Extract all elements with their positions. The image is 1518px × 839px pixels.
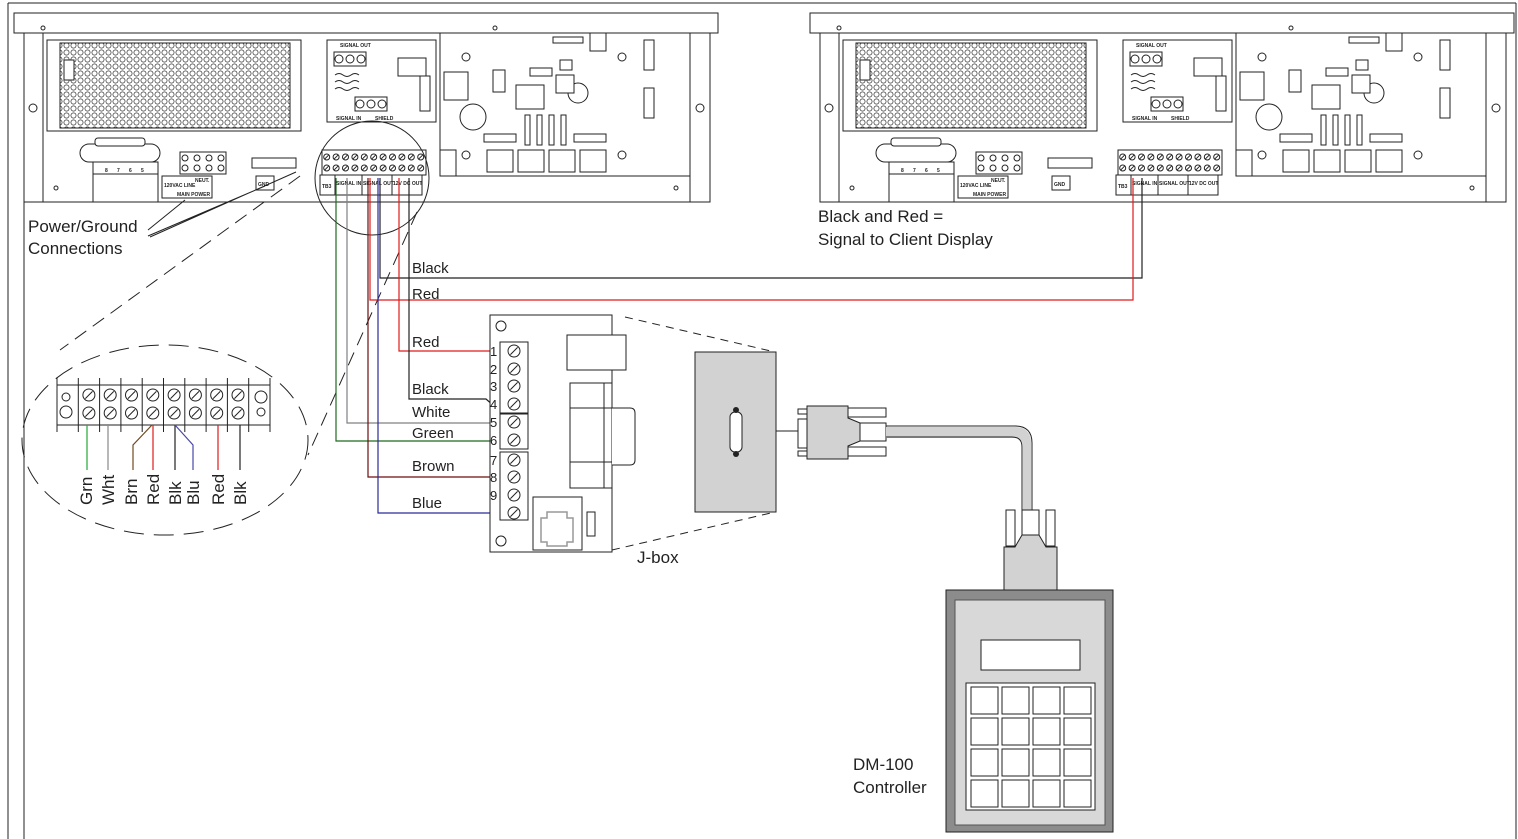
jbox-terminal-number: 9 (490, 488, 497, 503)
controller-label-1: DM-100 (853, 755, 913, 774)
detail-wire-label: Grn (77, 477, 96, 505)
dc-out-label: 12V DC OUT (393, 181, 422, 187)
signal-wire (398, 178, 505, 352)
keypad-key[interactable] (1032, 686, 1061, 715)
wire-label-red: Red (412, 286, 440, 303)
detail-wire (132, 424, 153, 470)
keypad-key[interactable] (1063, 686, 1092, 715)
jbox-terminal-number: 8 (490, 470, 497, 485)
wire-label-green: Green (412, 425, 454, 442)
display-unit-left: SIGNAL OUT SIGNAL IN SHIELD (13, 12, 719, 203)
callout-line (59, 175, 301, 351)
keypad-key[interactable] (1063, 748, 1092, 777)
signal-wire (369, 178, 1134, 301)
jbox-terminal-number: 1 (490, 344, 497, 359)
db-connector (569, 382, 613, 489)
display-unit-right (809, 12, 1515, 203)
tb3-label: TB3 (322, 184, 332, 190)
signal-label-1: Black and Red = (818, 207, 943, 226)
jbox-terminal-number: 5 (490, 415, 497, 430)
cable-outline (886, 425, 1033, 510)
tap-label: 6 (129, 168, 132, 174)
keypad-key[interactable] (1001, 686, 1030, 715)
jbox-terminal-number: 4 (490, 397, 497, 412)
keypad-key[interactable] (970, 717, 999, 746)
keypad-key[interactable] (1032, 779, 1061, 808)
controller-connector (1003, 509, 1058, 591)
signal-board-shield-label: SHIELD (375, 116, 394, 122)
neutral-label: NEUT. (195, 178, 210, 184)
signal-wire (335, 178, 510, 442)
detail-terminal-block (56, 378, 271, 432)
jbox-board: 1 2 3 4 5 6 7 8 9 (489, 314, 636, 553)
fuse (586, 511, 596, 537)
jbox-terminal-number: 3 (490, 379, 497, 394)
signal-wire (346, 178, 510, 424)
detail-wire-label: Red (209, 474, 228, 505)
power-ground-leader (147, 171, 297, 238)
detail-wire-label: Blk (166, 481, 185, 505)
detail-wire-label: Blk (231, 481, 250, 505)
callout-line (307, 211, 418, 456)
keypad-key[interactable] (1032, 748, 1061, 777)
jbox-terminal-number: 7 (490, 453, 497, 468)
line-label: 120VAC LINE (164, 183, 196, 189)
wire-label-brown: Brown (412, 458, 455, 475)
keypad-key[interactable] (970, 779, 999, 808)
keypad-key[interactable] (970, 686, 999, 715)
keypad-key[interactable] (1063, 779, 1092, 808)
wire-label-black: Black (412, 260, 449, 277)
controller-label-2: Controller (853, 778, 927, 797)
keypad-key[interactable] (1063, 717, 1092, 746)
jbox-label: J-box (637, 548, 679, 567)
detail-wire-label: Red (144, 474, 163, 505)
signal-board-out-label: SIGNAL OUT (340, 43, 371, 49)
detail-wire-label: Brn (122, 479, 141, 505)
relay (566, 334, 627, 371)
gnd-label: GND (258, 182, 270, 188)
detail-wire-label: Wht (99, 475, 118, 506)
detail-ellipse (21, 344, 309, 536)
detail-wire (174, 424, 194, 470)
main-power-label: MAIN POWER (177, 192, 210, 198)
jbox-terminal-number: 2 (490, 362, 497, 377)
db15-port (729, 411, 743, 453)
zoom-line (624, 316, 776, 353)
controller-display (980, 639, 1081, 671)
wire-label-red: Red (412, 334, 440, 351)
wire-label-black: Black (412, 381, 449, 398)
keypad-key[interactable] (970, 748, 999, 777)
wire-label-white: White (412, 404, 450, 421)
power-ground-label-2: Connections (28, 239, 123, 258)
power-ground-label-1: Power/Ground (28, 217, 138, 236)
jbox-terminal-number: 6 (490, 433, 497, 448)
detail-callout-circle (314, 120, 430, 236)
keypad-key[interactable] (1001, 748, 1030, 777)
signal-in-label: SIGNAL IN (336, 181, 362, 187)
dm100-controller (945, 589, 1114, 833)
cable-connector (797, 405, 887, 460)
detail-wire-label: Blu (184, 480, 203, 505)
keypad-key[interactable] (1001, 717, 1030, 746)
tap-label: 7 (117, 168, 120, 174)
signal-wire (367, 178, 510, 478)
tap-label: 5 (141, 168, 144, 174)
zoom-line (611, 511, 776, 551)
keypad-key[interactable] (1032, 717, 1061, 746)
rj-jack (540, 511, 574, 547)
signal-wire (379, 178, 1143, 279)
signal-board-in-label: SIGNAL IN (336, 116, 362, 122)
tap-label: 8 (105, 168, 108, 174)
signal-label-2: Signal to Client Display (818, 230, 993, 249)
transformer-taps: 8 7 6 5 (105, 168, 144, 174)
wire-label-blue: Blue (412, 495, 442, 512)
keypad-key[interactable] (1001, 779, 1030, 808)
